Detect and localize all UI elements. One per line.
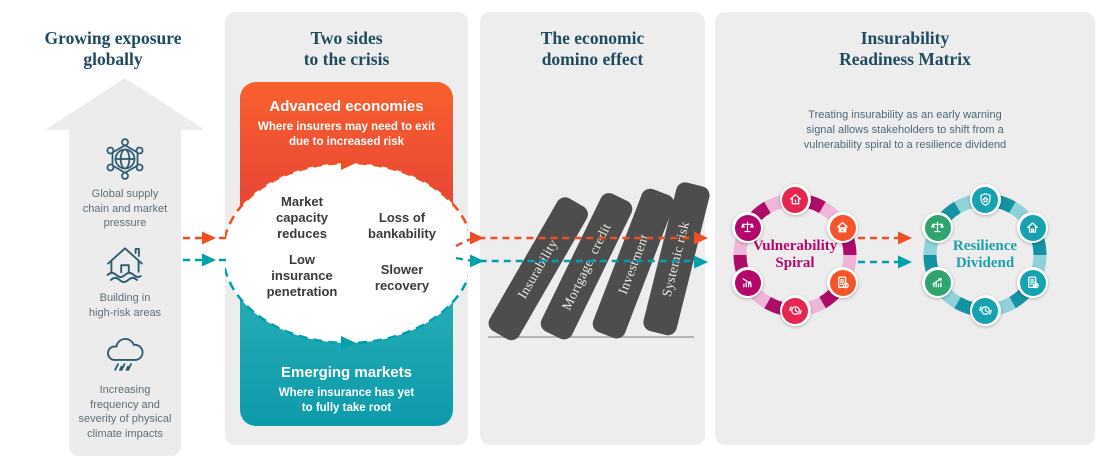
rain-cloud-icon	[107, 338, 144, 371]
shield-house-icon	[969, 184, 1001, 215]
panel-domino-effect: The economic domino effect Insurability …	[480, 12, 712, 445]
scales-icon	[922, 212, 953, 243]
house-icon	[1017, 212, 1048, 243]
chart-growth-icon	[922, 267, 953, 298]
panel-two-sides: Two sides to the crisis Advanced economi…	[225, 12, 468, 445]
exposure-item-supply-chain: Global supply chain and market pressure	[45, 134, 205, 231]
resilience-dividend-ring: Resilience Dividend	[915, 184, 1055, 326]
resilience-dividend-label: Resilience Dividend	[952, 237, 1018, 271]
panel-title-exposure: Growing exposure globally	[44, 28, 182, 69]
domino-label: Systemic risk	[659, 219, 693, 298]
emerging-markets-heading: Emerging markets	[281, 364, 412, 381]
impact-bankability: Loss of bankability	[368, 210, 436, 241]
chart-decline-icon	[732, 267, 763, 298]
teal-arc-arrowhead	[341, 336, 356, 350]
up-arrow-head	[45, 78, 205, 130]
exposure-item-high-risk: Building in high-risk areas	[45, 238, 205, 320]
domino-label: Investment	[614, 231, 652, 296]
vulnerability-spiral-ring: Vulnerability Spiral	[725, 184, 865, 326]
exposure-item-climate: Increasing frequency and severity of phy…	[45, 330, 205, 441]
globe-network-icon	[106, 138, 144, 180]
crisis-cycle-ellipse	[225, 156, 468, 350]
clock-cycle-icon	[779, 295, 811, 326]
exposure-label: Increasing frequency and severity of phy…	[78, 384, 172, 440]
panel-growing-exposure: Growing exposure globally Global supply …	[8, 12, 218, 456]
impact-insurance-penetration: Low insurance penetration	[266, 252, 338, 299]
vulnerability-spiral-label: Vulnerability Spiral	[752, 237, 838, 271]
house-people-icon	[827, 212, 858, 243]
scales-icon	[732, 212, 763, 243]
emerging-markets-subheading: Where insurance has yet to fully take ro…	[278, 387, 415, 414]
impact-slower-recovery: Slower recovery	[374, 262, 430, 293]
house-flood-icon	[106, 247, 143, 283]
matrix-description: Treating insurability as an early warnin…	[803, 109, 1007, 152]
house-fire-icon	[779, 184, 811, 215]
document-alert-icon	[827, 267, 858, 298]
panel-title-two-sides: Two sides to the crisis	[303, 28, 390, 69]
exposure-label: Global supply chain and market pressure	[82, 188, 168, 230]
advanced-economies-subheading: Where insurers may need to exit due to i…	[257, 121, 436, 148]
clock-icon	[969, 295, 1001, 326]
panel-readiness-matrix: Insurability Readiness Matrix Treating i…	[715, 12, 1095, 445]
exposure-label: Building in high-risk areas	[88, 292, 162, 319]
panel-title-matrix: Insurability Readiness Matrix	[839, 28, 971, 69]
orange-arc-arrowhead	[341, 156, 356, 170]
panel-title-domino: The economic domino effect	[540, 28, 645, 69]
domino-baseline	[488, 336, 694, 338]
document-check-icon	[1017, 267, 1048, 298]
impact-market-capacity: Market capacity reduces	[275, 194, 329, 241]
advanced-economies-heading: Advanced economies	[269, 98, 424, 115]
